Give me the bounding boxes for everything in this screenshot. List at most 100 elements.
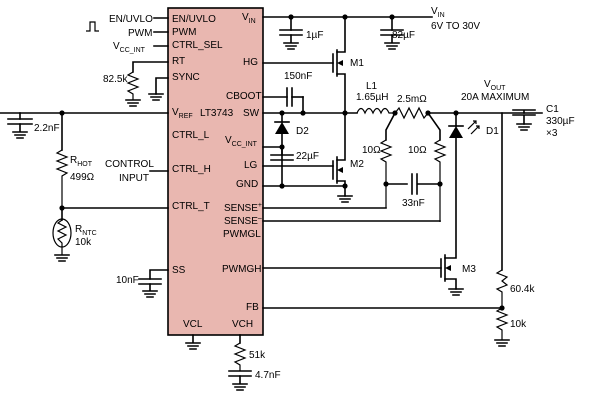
vch-res-label: 51k (249, 350, 266, 361)
m1-drain (336, 16, 346, 53)
l1-value: 1.65µH (356, 92, 388, 103)
ss-wire (149, 269, 169, 280)
vin-label: VIN (431, 6, 445, 19)
cap-150nf-label: 150nF (284, 71, 312, 82)
pin-pwmgh: PWMGH (222, 264, 261, 275)
vcl-ground (185, 334, 201, 350)
r10-right-label: 10Ω (408, 145, 427, 156)
rhot-value: 499Ω (70, 172, 95, 183)
c1-cap (512, 109, 536, 125)
cap-1uf-label: 1µF (306, 30, 323, 41)
cap-33nf (385, 173, 441, 195)
r10k-resistor (495, 307, 509, 340)
pin-ctrl-t: CTRL_T (172, 201, 210, 212)
r10-left-label: 10Ω (362, 145, 381, 156)
c1-count: ×3 (546, 128, 558, 139)
ground-icon (494, 339, 510, 347)
ground-icon (232, 375, 248, 391)
ground-icon (125, 99, 141, 107)
c1-label: C1 (546, 104, 559, 115)
pin-gnd: GND (236, 179, 258, 190)
pin-ss: SS (172, 265, 186, 276)
pin-pwmgl: PWMGL (223, 229, 261, 240)
l1-inductor (356, 107, 395, 115)
ground-icon (12, 123, 28, 139)
m1-label: M1 (350, 58, 364, 69)
d2-diode (275, 122, 289, 134)
led-emission-icon (467, 120, 480, 135)
rhot-resistor (55, 149, 69, 208)
m1-source (336, 73, 346, 114)
d1-diode (449, 126, 463, 138)
rt-resistor (126, 71, 140, 100)
ic-part-number: LT3743 (200, 108, 234, 119)
d1-label: D1 (486, 126, 499, 137)
cap-vref-label: 2.2nF (34, 123, 60, 134)
ground-icon (516, 123, 532, 131)
r604k-label: 60.4k (510, 284, 535, 295)
pin-vcc-int: VCC_INT (225, 135, 258, 148)
pwm-label: PWM (128, 28, 152, 39)
pin-vin: VIN (242, 12, 256, 25)
pin-sense-plus: SENSE+ (224, 202, 262, 214)
m3-label: M3 (462, 264, 476, 275)
m2-drain (336, 112, 346, 161)
control-label: CONTROL (105, 159, 154, 170)
r10k-label: 10k (510, 319, 527, 330)
cap-82uf-label: 82µF (392, 30, 415, 41)
vch-cap-label: 4.7nF (255, 370, 281, 381)
rsense-resistor (394, 106, 429, 120)
cap-ss-label: 10nF (116, 275, 139, 286)
m3-source (444, 278, 457, 290)
rntc-label: RNTC (75, 224, 97, 237)
ground-icon (337, 195, 353, 203)
pin-hg: HG (243, 57, 258, 68)
m2-arrow-icon (337, 167, 343, 173)
vcc-int-label: VCC_INT (113, 41, 146, 54)
ground-icon (448, 288, 464, 296)
rt-wire (132, 61, 169, 73)
d2-label: D2 (296, 126, 309, 137)
vin-range-label: 6V TO 30V (431, 21, 480, 32)
vch-resistor (233, 342, 247, 371)
pin-sw: SW (243, 108, 260, 119)
junction-dot (300, 110, 306, 116)
pin-cboot: CBOOT (226, 91, 262, 102)
ground-icon (142, 283, 158, 298)
m2-channel (332, 156, 338, 184)
r10-left-resistor (379, 139, 393, 208)
pin-vref: VREF (172, 107, 193, 120)
vout-label: VOUT (484, 79, 506, 92)
pin-en-uvlo: EN/UVLO (172, 14, 216, 25)
d1-cathode-wire (444, 137, 457, 259)
junction-dot (342, 183, 348, 189)
pin-pwm: PWM (172, 27, 196, 38)
m1-arrow-icon (337, 60, 343, 66)
m3-arrow-icon (445, 265, 451, 271)
rntc-thermistor (56, 219, 68, 255)
pin-sense-minus: SENSE– (224, 215, 262, 227)
m2-source (336, 180, 346, 197)
cap-22uf-plates (270, 146, 294, 161)
pin-ctrl-sel: CTRL_SEL (172, 40, 223, 51)
ground-icon (54, 254, 70, 262)
sense-net-left-top (385, 111, 397, 141)
rt-res-label: 82.5k (103, 74, 128, 85)
ground-icon (148, 93, 164, 101)
rhot-label: RHOT (70, 155, 93, 168)
sense-net-right-top (426, 111, 441, 141)
l1-label: L1 (366, 81, 378, 92)
ground-icon (384, 34, 400, 50)
left-input-wires (153, 17, 169, 47)
sync-wire (155, 77, 169, 95)
r10-right-resistor (433, 139, 447, 222)
r604k-resistor (495, 269, 509, 308)
pin-vcl: VCL (183, 319, 203, 330)
pin-ctrl-h: CTRL_H (172, 164, 211, 175)
pin-lg: LG (244, 160, 258, 171)
ground-icon (283, 34, 299, 50)
pin-rt: RT (172, 56, 185, 67)
rntc-value: 10k (75, 237, 92, 248)
ic-body (167, 7, 264, 336)
